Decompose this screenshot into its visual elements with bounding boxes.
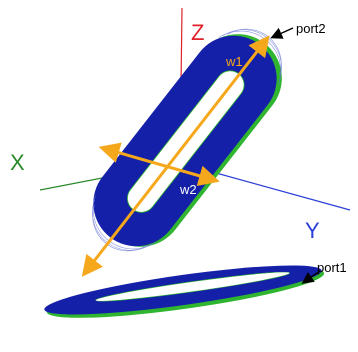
w2-label: w2 [179,182,197,197]
z-axis-label: Z [191,20,204,45]
w2-dimension-arrow [98,142,220,186]
port2-label: port2 [296,21,326,36]
w1-label: w1 [225,54,243,69]
x-axis-label: X [10,150,25,175]
port1-label: port1 [317,260,347,275]
lower-coil [44,265,325,318]
lower-coil-hole [95,271,290,302]
port2-arrow [270,27,294,39]
y-axis-label: Y [305,218,320,243]
port1-arrow [301,270,321,284]
